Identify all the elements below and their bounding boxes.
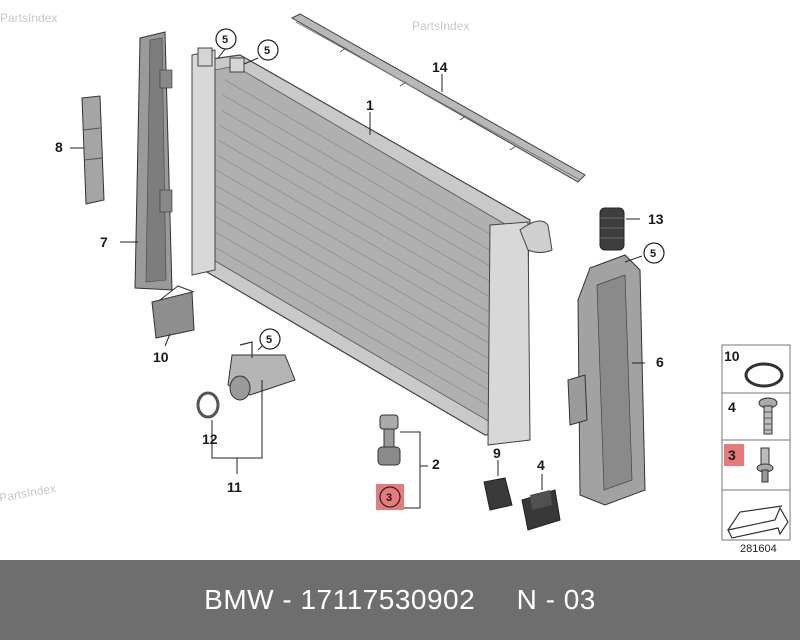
rubber-mount-part — [599, 207, 625, 251]
arrow-icon — [727, 505, 789, 539]
left-bracket-part — [134, 31, 173, 291]
footer-gap — [475, 584, 516, 616]
svg-text:5: 5 — [266, 334, 272, 346]
footer-separator: - — [274, 584, 301, 615]
callout-9: 9 — [493, 445, 501, 461]
callout-13: 13 — [648, 211, 664, 227]
svg-text:3: 3 — [386, 492, 392, 504]
callout-2: 2 — [432, 456, 440, 472]
footer-bar: BMW - 17117530902 N - 03 — [0, 560, 800, 640]
drain-plug-part — [377, 414, 401, 466]
callout-5-circle-d: 5 — [259, 328, 281, 350]
callout-7: 7 — [100, 234, 108, 250]
legend-number-4: 4 — [728, 399, 736, 415]
footer-part-number: 17117530902 — [300, 584, 476, 615]
callout-5-circle-b: 5 — [257, 39, 279, 61]
legend-highlight-box — [724, 444, 744, 466]
callout-12: 12 — [202, 431, 218, 447]
legend-box: 10 4 3 — [721, 344, 791, 541]
svg-text:5: 5 — [264, 45, 270, 57]
highlight-box — [376, 484, 404, 510]
callout-6: 6 — [656, 354, 664, 370]
legend-number-3: 3 — [728, 447, 736, 463]
legend-number-10: 10 — [724, 348, 740, 364]
callout-14: 14 — [432, 59, 448, 75]
expansion-tank-part — [567, 254, 646, 506]
watermark-top-left: PartsIndex — [0, 11, 57, 25]
svg-text:5: 5 — [650, 248, 656, 260]
clip-bracket-part — [81, 95, 105, 205]
rubber-block-part — [483, 477, 513, 511]
callout-1: 1 — [366, 97, 374, 113]
callout-5-circle-c: 5 — [643, 242, 665, 264]
bolt-icon — [756, 447, 774, 483]
watermark-bottom-left: PartsIndex — [0, 481, 57, 505]
radiator-part — [191, 47, 553, 446]
screw-icon — [758, 397, 778, 435]
footer-brand: BMW — [204, 584, 275, 615]
watermark-top-center: PartsIndex — [412, 19, 469, 33]
seal-strip-part — [290, 13, 586, 183]
diagram-code: 281604 — [740, 543, 777, 555]
o-ring-part — [196, 391, 220, 419]
footer-position: N - 03 — [516, 584, 596, 615]
hose-fitting-part — [227, 341, 296, 401]
parts-diagram: PartsIndex PartsIndex PartsIndex — [0, 11, 791, 555]
callout-5-circle-a: 5 — [215, 28, 237, 50]
rubber-mount-lower-part — [521, 489, 561, 531]
clip-part — [151, 285, 195, 339]
callout-10: 10 — [153, 349, 169, 365]
leader-lines — [70, 47, 645, 509]
callout-11: 11 — [227, 479, 242, 495]
callout-8: 8 — [55, 139, 63, 155]
o-ring-icon — [744, 362, 784, 388]
callout-4-lower: 4 — [537, 457, 545, 473]
callout-3-highlighted: 3 — [376, 484, 404, 510]
svg-text:5: 5 — [222, 34, 228, 46]
